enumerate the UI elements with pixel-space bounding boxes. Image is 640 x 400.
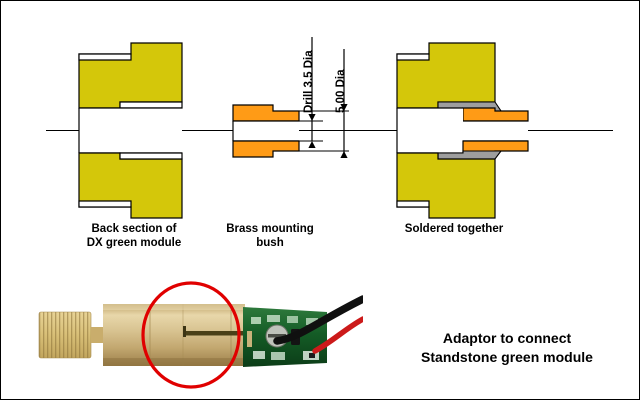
dim-arrow-drill-top	[308, 114, 316, 121]
technical-drawing	[1, 1, 640, 271]
assembly-module-lower-body	[396, 152, 496, 219]
bush-bore	[233, 121, 299, 141]
module-bore	[79, 108, 182, 153]
part-soldered-assembly	[396, 42, 529, 219]
module-lower-body	[78, 152, 183, 219]
dim-arrow-drill-bottom	[308, 141, 316, 148]
module-lower-bore-step	[119, 152, 183, 160]
part-mounting-bush	[232, 104, 300, 158]
assembly-module-bore	[397, 108, 463, 153]
drawing-canvas	[46, 37, 613, 219]
assembly-module-lower-rear-step	[396, 200, 430, 208]
bush-upper-body	[232, 104, 300, 122]
caption-dx-green-module: Back section of DX green module	[86, 223, 182, 249]
module-lower-rear-step	[78, 200, 132, 208]
dim-arrow-outer-top	[340, 104, 348, 111]
assembly-module-upper-body	[396, 42, 496, 109]
dim-arrow-outer-bottom	[340, 151, 348, 158]
module-upper-bore-step	[119, 101, 183, 109]
dimension-annotations	[297, 37, 349, 158]
assembly-bush-upper	[462, 107, 529, 122]
bush-joint-slot	[183, 326, 245, 337]
dimension-label-outer-diameter: 5.00 Dia	[335, 69, 347, 113]
bush-lower-body	[232, 140, 300, 158]
part-dx-green-module	[78, 42, 183, 219]
caption-brass-mounting-bush: Brass mounting bush	[226, 223, 314, 249]
red-annotation-circle	[141, 281, 241, 389]
assembly-module-upper-rear-step	[396, 53, 430, 61]
caption-soldered-together: Soldered together	[404, 223, 504, 235]
threaded-nose	[38, 311, 105, 359]
module-upper-rear-step	[78, 53, 132, 61]
dimension-label-drill: Drill 3.5 Dia	[303, 50, 315, 113]
assembly-bush-bore	[463, 121, 528, 141]
module-upper-body	[78, 42, 183, 109]
photo-canvas	[15, 279, 363, 391]
output-wires	[273, 295, 363, 354]
laser-module-photo	[15, 279, 363, 391]
adaptor-note-text: Adaptor to connect Standstone green modu…	[421, 330, 593, 365]
